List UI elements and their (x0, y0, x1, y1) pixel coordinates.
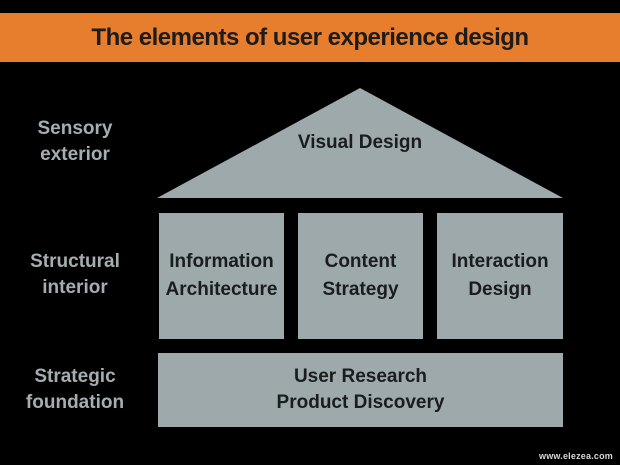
roof-triangle-shape (157, 88, 563, 198)
page-title: The elements of user experience design (91, 23, 529, 51)
title-banner: The elements of user experience design (0, 13, 620, 62)
row-label-structural-interior: Structural interior (30, 251, 120, 298)
row-label-sensory-exterior: Sensory exterior (37, 118, 113, 165)
row-label-strategic-foundation: Strategic foundation (25, 366, 125, 413)
watermark-url: www.elezea.com (539, 451, 613, 461)
roof-label-visual-design: Visual Design (297, 132, 423, 153)
room-information-architecture: Information Architecture (159, 213, 284, 339)
room-interaction-design: Interaction Design (437, 213, 563, 339)
room-content-strategy: Content Strategy (298, 213, 423, 339)
foundation-box: User Research Product Discovery (158, 353, 563, 427)
